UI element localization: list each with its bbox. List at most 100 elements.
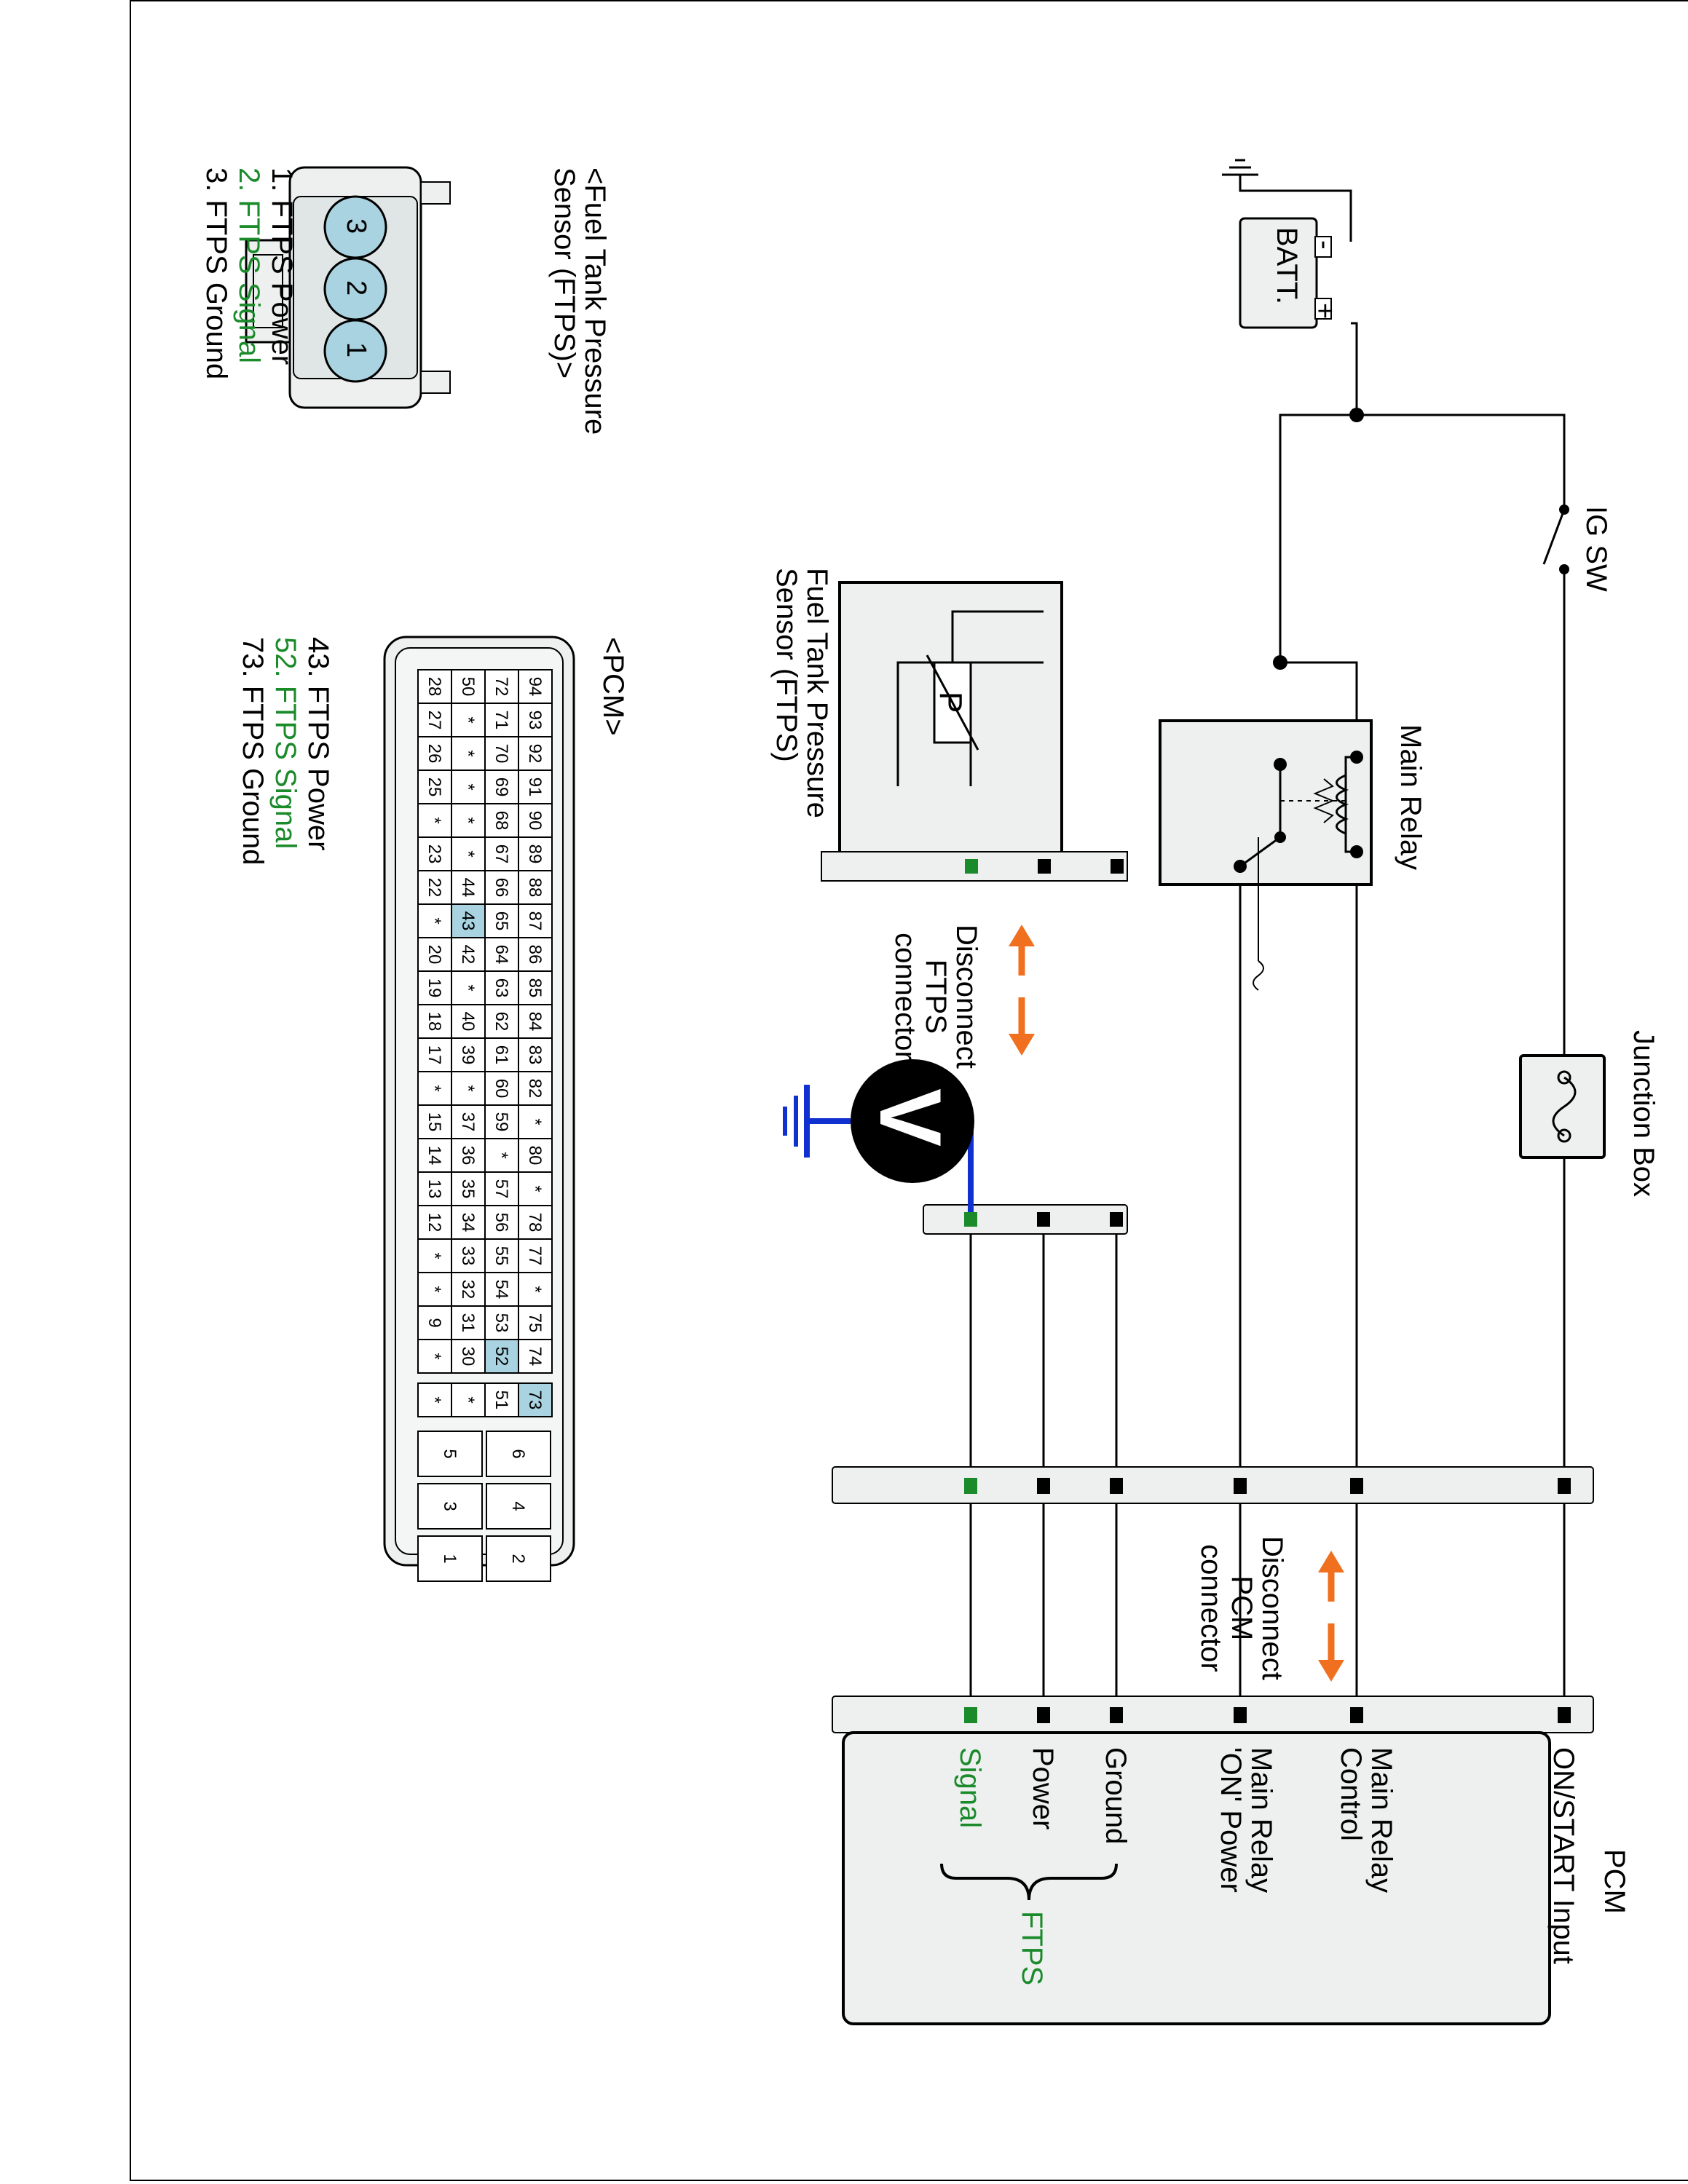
pcm-pin-label-signal: Signal xyxy=(954,1747,986,1829)
disconnect-pcm-label: Disconnect PCM connector xyxy=(1195,1536,1288,1680)
pcm-pin-cell-label: 74 xyxy=(525,1347,545,1366)
pcm-pin-cell-label: 85 xyxy=(525,978,545,998)
pcm-pin-cell-label: 68 xyxy=(492,811,511,831)
pcm-pin-cell-label: * xyxy=(425,917,444,924)
ftps-group-label: FTPS xyxy=(1016,1911,1048,1986)
pcm-pin-cell-label: * xyxy=(425,1353,444,1359)
pcm-connector-face: 94939291908988878685848382*80*7877*75747… xyxy=(383,636,575,1582)
pcm-pin-cell-label: 44 xyxy=(458,878,478,898)
pcm-power-pin-cell xyxy=(486,1483,551,1530)
pcm-side-pin-cell-label: 73 xyxy=(525,1390,545,1410)
pcm-power-pin-cell-label: 6 xyxy=(508,1449,528,1458)
pcm-pin-cell-label: 43 xyxy=(458,911,478,931)
pcm-power-pin-cell xyxy=(417,1483,483,1530)
pcm-pin-cell-label: 55 xyxy=(492,1246,511,1266)
pcm-pin-cell-label: 14 xyxy=(425,1146,444,1166)
ftps-legend-1: 1. FTPS Power xyxy=(266,167,298,365)
pcm-pin-cell-label: 89 xyxy=(525,844,545,864)
pcm-pin-cell-label: 17 xyxy=(425,1045,444,1065)
pressure-symbol: P xyxy=(933,692,969,713)
page-frame xyxy=(130,0,1688,2181)
pcm-side-pin-cell-label: * xyxy=(425,1396,444,1403)
pcm-pin-label-main-relay-control: Main Relay Control xyxy=(1335,1747,1397,1894)
pcm-pin-cell-label: 77 xyxy=(525,1246,545,1266)
pcm-pin-cell-label: 61 xyxy=(492,1045,511,1065)
pcm-pin-cell-label: * xyxy=(425,817,444,823)
pcm-pin-cell-label: 37 xyxy=(458,1112,478,1132)
pcm-pin-cell-label: * xyxy=(425,1252,444,1259)
pcm-pin-cell-label: 19 xyxy=(425,978,444,998)
battery-label: BATT. xyxy=(1271,227,1303,304)
pcm-power-pin-cell-label: 1 xyxy=(440,1554,460,1563)
pcm-block xyxy=(842,1731,1551,2025)
pcm-pin-cell-label: 70 xyxy=(492,744,511,764)
pcm-pin-cell-label: 25 xyxy=(425,778,444,797)
pcm-power-pin-cell xyxy=(417,1535,483,1582)
pcm-power-pin-cell xyxy=(486,1431,551,1477)
pcm-pin-label-main-relay-on-power: Main Relay 'ON' Power xyxy=(1215,1747,1277,1894)
main-relay xyxy=(1159,719,1373,991)
pcm-pin-cell-label: 65 xyxy=(492,911,511,931)
pcm-pin-cell-label: 88 xyxy=(525,878,545,898)
main-relay-feed-wire xyxy=(1279,414,1357,662)
pcm-pin-label-power: Power xyxy=(1027,1747,1059,1830)
pcm-pin-cell-label: 27 xyxy=(425,711,444,730)
pcm-harness-connector xyxy=(832,1466,1594,1504)
pcm-pin-cell-label: 9 xyxy=(425,1318,444,1327)
pcm-pin-cell-label: 64 xyxy=(492,945,511,965)
battery-positive-wire xyxy=(1351,322,1491,416)
pcm-legend-73: 73. FTPS Ground xyxy=(237,637,269,866)
pcm-pin-cell-label: 71 xyxy=(492,711,511,730)
pcm-pin-cell-label: 40 xyxy=(458,1012,478,1032)
pcm-pin-cell-label: 26 xyxy=(425,744,444,764)
pcm-pin-cell-label: * xyxy=(458,850,478,857)
pcm-pin-cell-label: 94 xyxy=(525,677,545,697)
pcm-pin-cell-label: 31 xyxy=(458,1313,478,1333)
pcm-pin-cell-label: * xyxy=(425,1085,444,1091)
pcm-pin-cell-label: 12 xyxy=(425,1213,444,1233)
pcm-power-pin-cell-label: 4 xyxy=(508,1501,528,1511)
pcm-pin-cell-label: 15 xyxy=(425,1112,444,1132)
pcm-pin-stubs xyxy=(832,1696,1594,1733)
pcm-side-pin-cell xyxy=(417,1382,452,1417)
pcm-pin-cell-label: 13 xyxy=(425,1179,444,1199)
pcm-pin-cell-label: 66 xyxy=(492,878,511,898)
ig-switch-wire xyxy=(1491,414,1566,510)
pcm-pin-cell-label: 22 xyxy=(425,878,444,898)
disconnect-pcm-arrow-icon xyxy=(1318,1551,1344,1682)
pcm-pin-cell-label: * xyxy=(458,783,478,790)
junction-box-fuse xyxy=(1519,1054,1606,1159)
pcm-pin-cell-label: 84 xyxy=(525,1012,545,1032)
pcm-pin-cell-label: 60 xyxy=(492,1079,511,1099)
pcm-pin-cell-label: 87 xyxy=(525,911,545,931)
pcm-pin-cell xyxy=(417,1339,452,1374)
pcm-pin-cell-label: 86 xyxy=(525,945,545,965)
pcm-power-pin-cell-label: 3 xyxy=(440,1501,460,1511)
ftps-harness-connector xyxy=(923,1204,1128,1235)
ftps-legend-3: 3. FTPS Ground xyxy=(200,167,232,380)
pcm-pin-cell-label: 35 xyxy=(458,1179,478,1199)
pcm-pin-cell-label: 93 xyxy=(525,711,545,730)
pcm-pin-cell-label: 52 xyxy=(492,1347,511,1366)
pcm-power-pin-cell-label: 5 xyxy=(440,1449,460,1458)
disconnect-ftps-label: Disconnect FTPS connector xyxy=(889,925,982,1069)
pcm-power-pin-cell xyxy=(486,1535,551,1582)
pcm-pin-cell-label: 18 xyxy=(425,1012,444,1032)
pcm-pin-cell-label: 67 xyxy=(492,844,511,864)
ftps-legend-2: 2. FTPS Signal xyxy=(233,167,265,364)
pcm-connector-title: <PCM> xyxy=(597,637,629,736)
pcm-pin-cell-label: 30 xyxy=(458,1347,478,1366)
pcm-pin-cell-label: * xyxy=(525,1185,545,1192)
pcm-pin-cell-label: 53 xyxy=(492,1313,511,1333)
pcm-pin-cell-label: 20 xyxy=(425,945,444,965)
pcm-power-pin-cell-label: 2 xyxy=(508,1554,528,1563)
pcm-pin-cell-label: 36 xyxy=(458,1146,478,1166)
ftps-sensor-label: Fuel Tank Pressure Sensor (FTPS) xyxy=(770,568,833,818)
ftps-group-brace xyxy=(940,1863,1118,1901)
pcm-pin-cell-label: 28 xyxy=(425,677,444,697)
battery-pos-label: + xyxy=(1309,303,1340,320)
pcm-pin-cell-label: 33 xyxy=(458,1246,478,1266)
pcm-side-pin-cell-label: * xyxy=(458,1396,478,1403)
